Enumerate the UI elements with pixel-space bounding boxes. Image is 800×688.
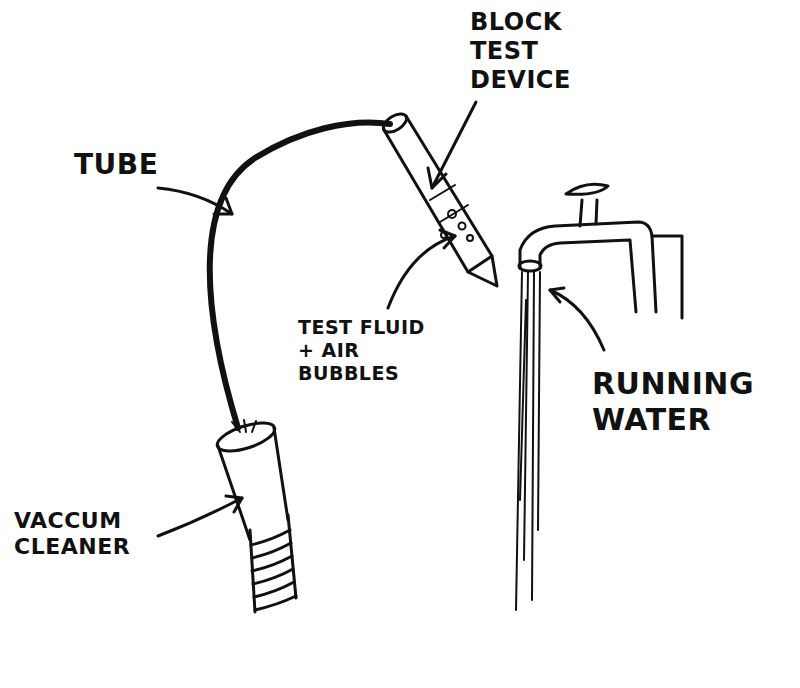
faucet [519,184,682,318]
running-water [516,272,540,610]
block-test-device [380,110,497,286]
leader-arrows [158,102,604,536]
part-label: TUBE [74,148,174,182]
vacuum-cleaner [214,417,296,612]
part-label: BLOCK TEST DEVICE [470,8,590,94]
part-label: RUNNING WATER [592,366,792,438]
note-label: TEST FLUID + AIR BUBBLES [298,316,448,384]
part-label: VACCUM CLEANER [14,508,154,561]
